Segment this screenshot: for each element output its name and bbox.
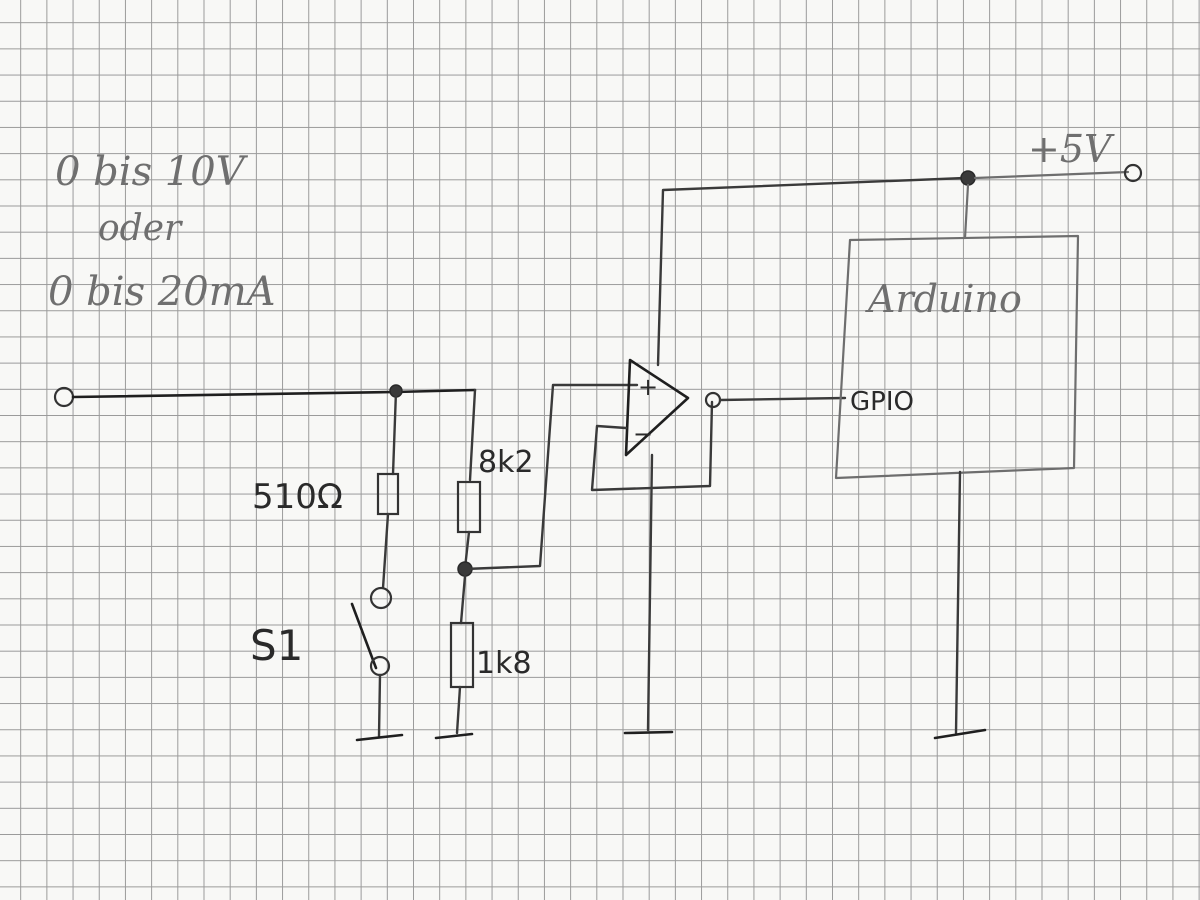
divider-ground-wire — [455, 685, 462, 735]
ground-symbol-switch — [355, 733, 404, 742]
switch-upper-contact — [369, 586, 393, 610]
lower-divider-label: 1k8 — [476, 646, 532, 681]
upper-divider-label: 8k2 — [478, 445, 534, 480]
supply-wire — [973, 170, 1130, 180]
feedback-loop-wire — [590, 400, 714, 492]
arduino-box — [834, 234, 1080, 480]
switch-ground-wire — [377, 673, 382, 738]
opamp-supply-wire — [656, 176, 967, 367]
arduino-ground-wire — [954, 470, 962, 735]
range-voltage-note: 0 bis 10V — [55, 149, 249, 195]
shunt-upper-wire — [391, 389, 398, 476]
shunt-resistor-label: 510Ω — [252, 477, 343, 517]
input-wire — [71, 388, 477, 399]
divider-lower-wire — [459, 574, 467, 625]
lower-divider-resistor — [449, 621, 475, 689]
switch-lever — [350, 602, 378, 670]
supply-label: +5V — [1028, 127, 1115, 171]
divider-upper-wire — [468, 388, 477, 482]
arduino-label: Arduino — [865, 277, 1022, 321]
upper-divider-resistor — [456, 480, 482, 534]
ground-symbol-opamp — [623, 730, 674, 735]
ground-symbol-arduino — [933, 728, 987, 740]
ground-symbol-divider — [434, 732, 474, 740]
or-note: oder — [98, 208, 183, 249]
supply-terminal — [1123, 163, 1143, 183]
opamp-minus-label: − — [633, 420, 653, 448]
supply-to-arduino-wire — [963, 183, 970, 240]
input-terminal — [53, 386, 75, 408]
shunt-lower-wire — [381, 512, 390, 590]
shunt-resistor — [376, 472, 400, 516]
supply-node — [960, 170, 976, 186]
switch-label: S1 — [250, 621, 303, 670]
opamp-ground-wire — [646, 453, 654, 732]
gpio-label: GPIO — [850, 387, 914, 417]
switch-lower-contact — [369, 655, 391, 677]
range-current-note: 0 bis 20mA — [48, 269, 276, 315]
opamp-triangle — [624, 358, 690, 457]
opamp-plus-label: + — [638, 373, 658, 401]
output-to-gpio-wire — [718, 396, 847, 402]
tap-to-plus-wire — [463, 383, 639, 571]
